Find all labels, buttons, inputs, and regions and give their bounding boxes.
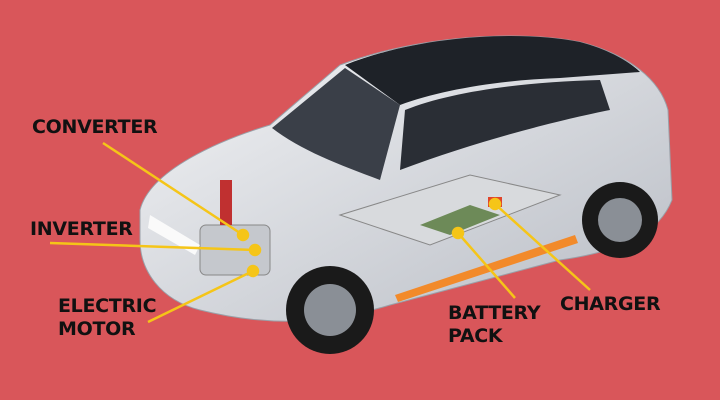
converter-leader-line: [102, 141, 244, 237]
motor-marker: [246, 264, 260, 278]
label-battery-pack-line1: BATTERY: [448, 302, 541, 324]
label-battery-pack: BATTERY PACK: [448, 302, 541, 348]
leader-lines: [49, 141, 591, 324]
converter-marker: [236, 228, 250, 242]
label-converter: CONVERTER: [32, 116, 158, 138]
label-charger: CHARGER: [560, 293, 661, 315]
label-electric-motor-line1: ELECTRIC: [58, 295, 157, 317]
charger-marker: [488, 197, 502, 211]
battery-leader-line: [457, 232, 516, 299]
label-electric-motor-line2: MOTOR: [58, 318, 136, 340]
car-illustration: [139, 35, 673, 354]
charger-leader-line: [494, 203, 591, 291]
label-inverter: INVERTER: [30, 218, 133, 240]
inverter-leader-line: [49, 241, 256, 252]
label-electric-motor: ELECTRIC MOTOR: [58, 295, 157, 341]
motor-leader-line: [147, 269, 254, 324]
inverter-marker: [248, 243, 262, 257]
label-battery-pack-line2: PACK: [448, 325, 503, 347]
battery-marker: [451, 226, 465, 240]
